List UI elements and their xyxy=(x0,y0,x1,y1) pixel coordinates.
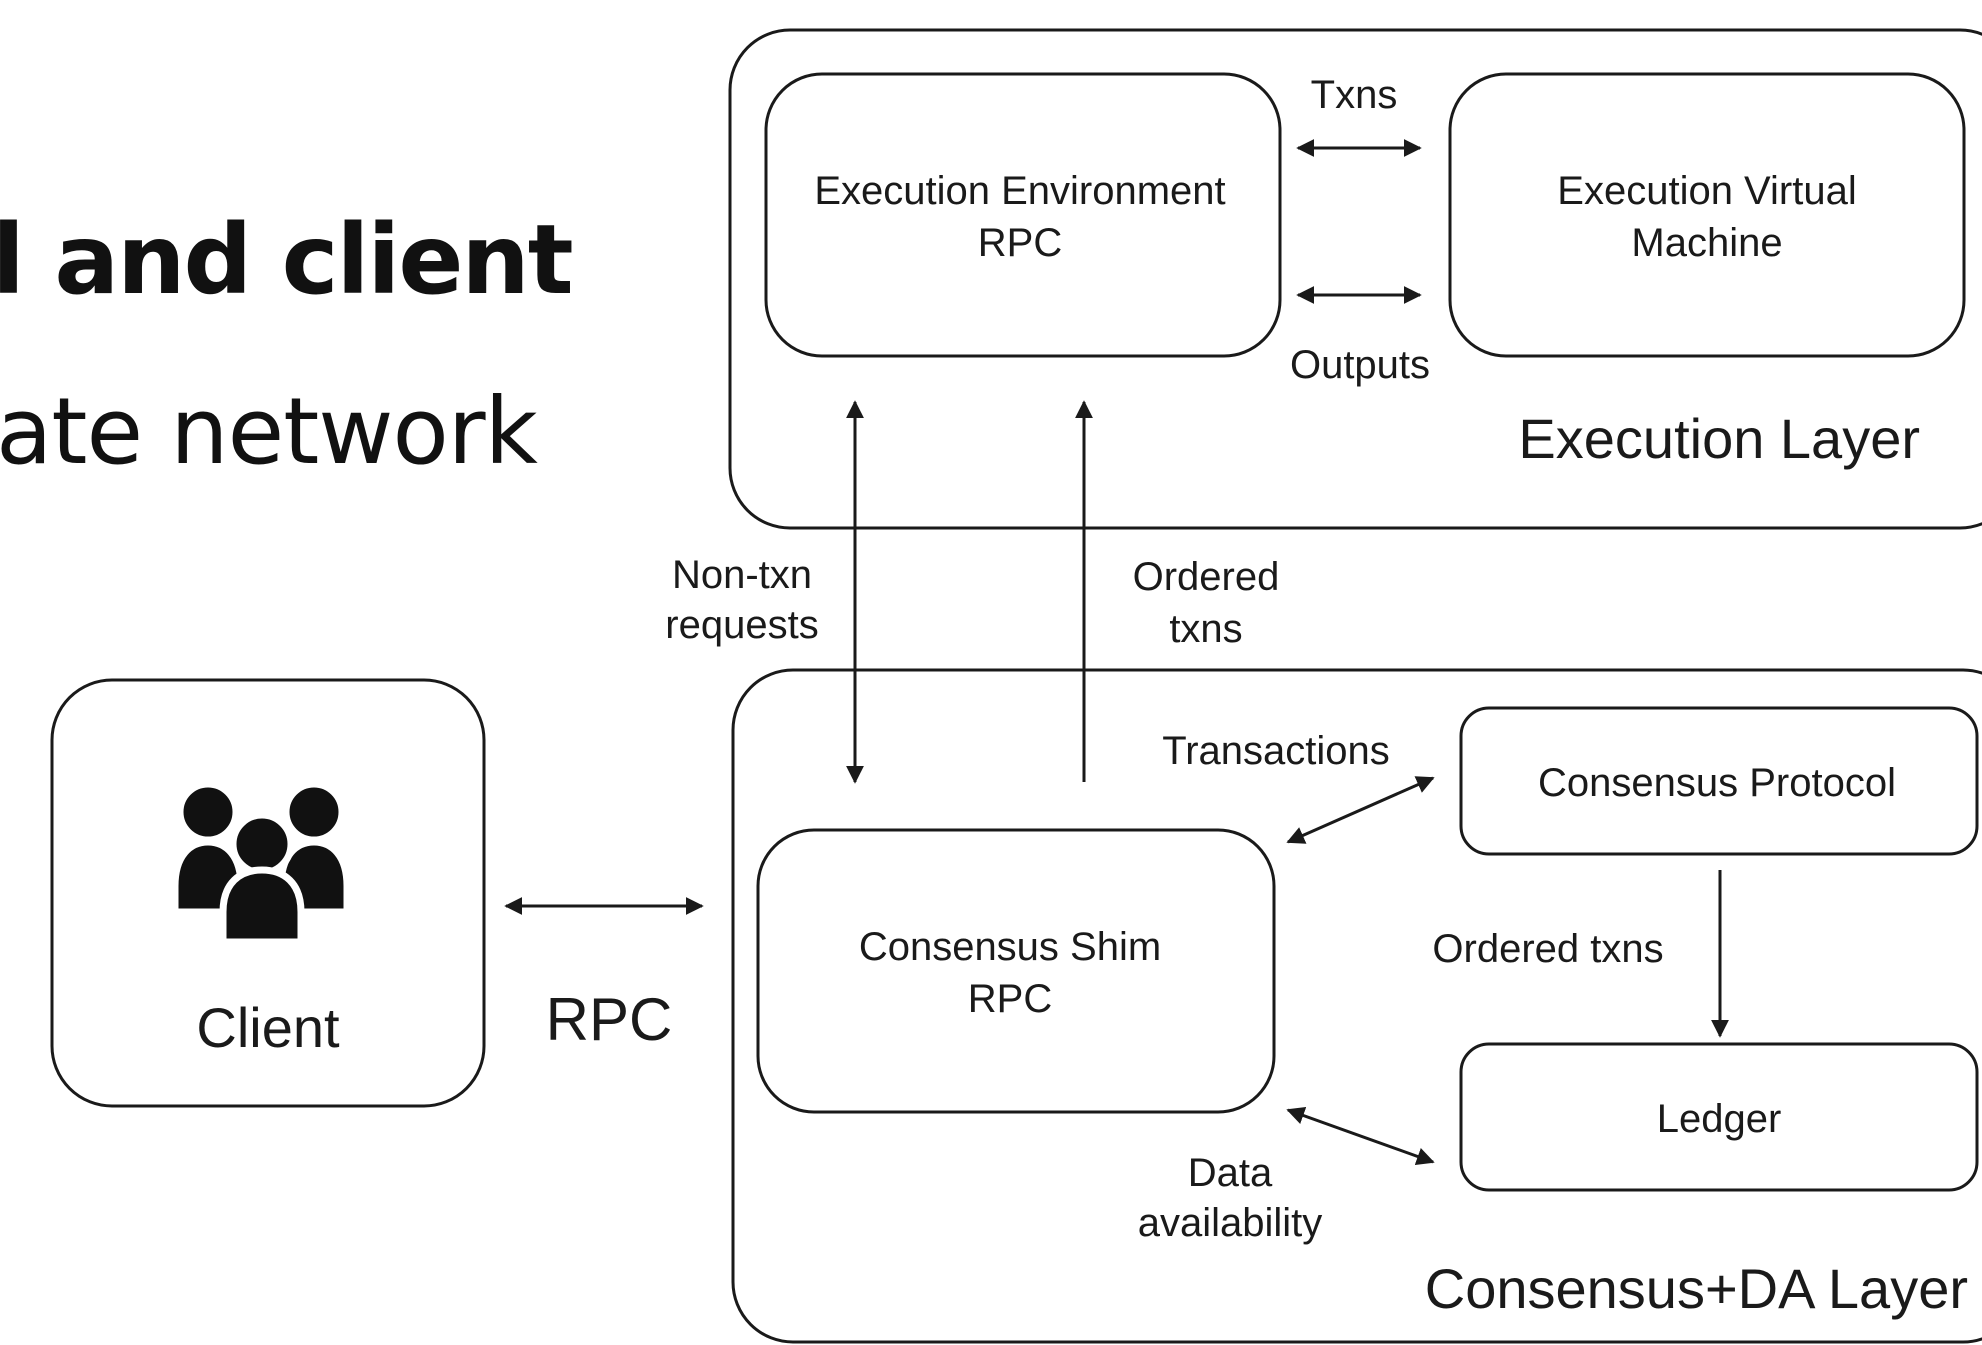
execution-layer: Execution Environment RPC Execution Virt… xyxy=(728,28,1982,530)
data-availability-label-line2: availability xyxy=(1138,1201,1323,1245)
data-availability-label-line1: Data xyxy=(1188,1151,1273,1195)
execution-layer-box xyxy=(728,28,1982,530)
ordered-txns-up-label-line1: Ordered xyxy=(1133,555,1280,599)
execution-vm-label-line1: Execution Virtual xyxy=(1557,169,1856,213)
users-group-icon xyxy=(171,780,351,946)
execution-vm-box xyxy=(1448,72,1966,358)
slide-title-line-1: l and client xyxy=(0,204,574,316)
consensus-layer-title: Consensus+DA Layer xyxy=(1425,1257,1968,1320)
consensus-protocol-label: Consensus Protocol xyxy=(1538,761,1896,805)
rpc-label: RPC xyxy=(546,986,673,1053)
execution-env-rpc-box xyxy=(764,72,1282,358)
client-label: Client xyxy=(196,996,340,1059)
ordered-txns-down-label: Ordered txns xyxy=(1432,927,1663,971)
ledger-label: Ledger xyxy=(1657,1097,1782,1141)
consensus-protocol-box xyxy=(1459,706,1979,856)
consensus-shim-label-line1: Consensus Shim xyxy=(859,925,1161,969)
consensus-layer: Consensus Shim RPC Consensus Protocol Le… xyxy=(731,668,1982,1344)
transactions-arrow xyxy=(1286,776,1435,844)
non-txn-requests-label-line2: requests xyxy=(665,603,818,647)
slide-title-line-2: ate network xyxy=(0,378,538,485)
outputs-label: Outputs xyxy=(1290,343,1430,387)
txns-label: Txns xyxy=(1311,73,1398,117)
ledger-box xyxy=(1459,1042,1979,1192)
execution-layer-title: Execution Layer xyxy=(1518,407,1920,470)
consensus-shim-label-line2: RPC xyxy=(968,977,1052,1021)
execution-env-rpc-label-line1: Execution Environment xyxy=(814,169,1225,213)
client-node: Client xyxy=(50,678,486,1108)
client-box xyxy=(50,678,486,1108)
consensus-shim-rpc-box xyxy=(756,828,1276,1114)
execution-vm-label-line2: Machine xyxy=(1631,221,1782,265)
ordered-txns-up-label-line2: txns xyxy=(1169,607,1242,651)
execution-env-rpc-label-line2: RPC xyxy=(978,221,1062,265)
consensus-layer-box xyxy=(731,668,1982,1344)
transactions-label: Transactions xyxy=(1162,729,1390,773)
non-txn-requests-label-line1: Non-txn xyxy=(672,553,812,597)
data-availability-arrow xyxy=(1286,1106,1435,1166)
